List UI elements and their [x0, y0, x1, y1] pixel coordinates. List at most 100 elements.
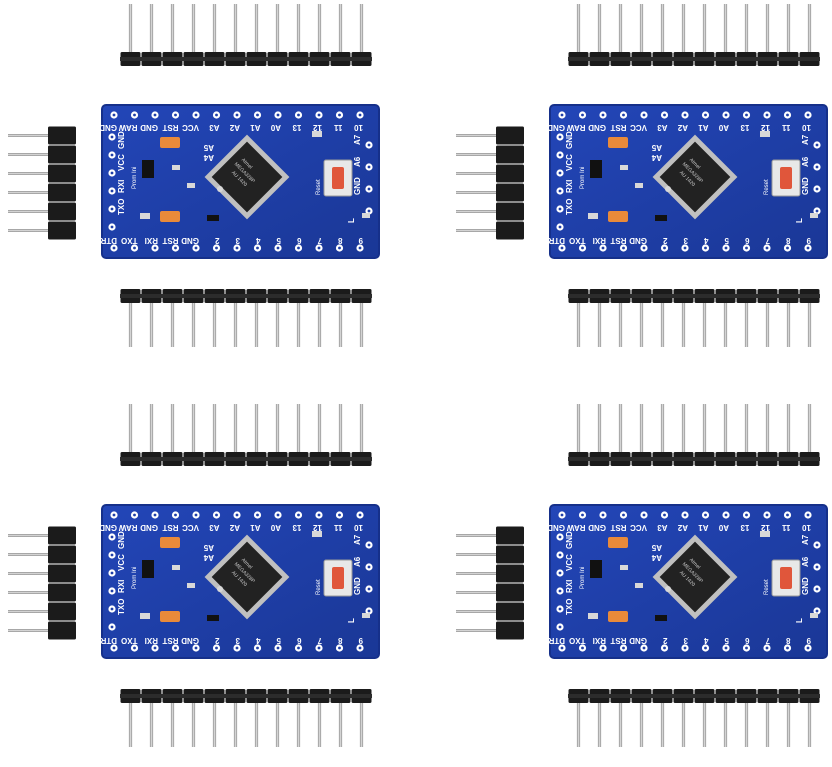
pin-header-horizontal	[568, 689, 820, 747]
header-bar	[568, 694, 820, 698]
pad-hole	[704, 113, 707, 117]
pad-hole	[663, 513, 666, 517]
pad-hole	[815, 187, 819, 191]
header-pin	[170, 4, 175, 52]
header-block	[496, 583, 524, 602]
header-pin	[212, 703, 217, 747]
pad-hole	[642, 646, 646, 650]
header-pin	[702, 4, 707, 52]
resonator	[665, 586, 671, 592]
header-pin	[456, 153, 500, 156]
header-pin	[807, 303, 812, 347]
pad-hole	[558, 153, 562, 157]
pad-hole	[786, 246, 789, 250]
pad-hole	[112, 246, 116, 250]
pin-label: 4	[704, 236, 709, 245]
header-pin	[765, 404, 770, 452]
header-pin	[317, 303, 322, 347]
pin-label: 10	[354, 523, 363, 532]
header-pin	[233, 4, 238, 52]
header-pin	[765, 703, 770, 747]
pad-hole	[704, 246, 707, 250]
pad-hole	[194, 113, 198, 117]
pad-hole	[765, 246, 769, 250]
header-pin	[317, 4, 322, 52]
header-pin	[8, 229, 52, 232]
pin-label: 7	[765, 636, 770, 645]
reset-button	[332, 167, 344, 189]
pad-hole	[317, 513, 321, 517]
pin-label: VCC	[117, 554, 126, 571]
pad-hole	[256, 646, 259, 650]
pin-label: 9	[806, 236, 811, 245]
header-block	[496, 602, 524, 621]
header-pin	[597, 703, 602, 747]
pin-label: A3	[657, 523, 668, 532]
pin-header-vertical	[456, 126, 524, 240]
header-pin	[456, 172, 500, 175]
pin-label: RST	[610, 523, 626, 532]
pad-hole	[112, 513, 116, 517]
reset-button	[332, 567, 344, 589]
pin-label: A6	[801, 156, 810, 167]
header-pin	[660, 404, 665, 452]
pad-hole	[601, 113, 605, 117]
header-block	[48, 202, 76, 221]
pin-label: 13	[292, 123, 301, 132]
pin-label: GND	[547, 523, 565, 532]
header-pin	[275, 303, 280, 347]
pin-label: A2	[229, 523, 240, 532]
header-pin	[191, 303, 196, 347]
header-pin	[338, 4, 343, 52]
voltage-regulator	[590, 560, 602, 578]
header-bar	[568, 457, 820, 461]
pad-hole	[815, 609, 819, 613]
pad-hole	[112, 646, 116, 650]
header-block	[496, 564, 524, 583]
pad-hole	[174, 646, 177, 650]
pin-label: 3	[235, 636, 240, 645]
pad-hole	[558, 625, 562, 629]
header-pin	[456, 534, 500, 537]
pad-hole	[622, 646, 625, 650]
header-pin	[807, 4, 812, 52]
pad-hole	[110, 135, 114, 139]
header-pin	[191, 404, 196, 452]
pad-hole	[235, 246, 239, 250]
pad-hole	[110, 607, 114, 611]
pin-label: A1	[698, 523, 709, 532]
header-pin	[456, 553, 500, 556]
pad-hole	[558, 207, 562, 211]
header-pin	[576, 303, 581, 347]
pad-hole	[663, 646, 666, 650]
pad-hole	[367, 609, 371, 613]
header-pin	[317, 404, 322, 452]
pin-label: Prom Ini	[132, 567, 138, 589]
pin-label: A0	[718, 523, 729, 532]
pad-hole	[815, 165, 819, 169]
capacitor	[608, 137, 628, 148]
pad-hole	[297, 246, 300, 250]
pin-label: 4	[704, 636, 709, 645]
pin-label: Reset	[764, 579, 770, 595]
pin-label: A5	[651, 143, 662, 152]
header-pin	[576, 703, 581, 747]
header-pin	[170, 703, 175, 747]
pin-label: 3	[235, 236, 240, 245]
pad-hole	[317, 646, 321, 650]
header-pin	[660, 303, 665, 347]
pad-hole	[642, 246, 646, 250]
pin-label: L	[347, 218, 356, 223]
pad-hole	[560, 513, 564, 517]
pin-label: 13	[292, 523, 301, 532]
smd-diode	[207, 215, 219, 221]
pin-label: 5	[724, 236, 729, 245]
pin-label: Prom Ini	[580, 567, 586, 589]
header-pin	[8, 572, 52, 575]
pin-label: 3	[683, 236, 688, 245]
header-pin	[212, 4, 217, 52]
pin-label: 10	[354, 123, 363, 132]
header-pin	[456, 591, 500, 594]
pin-label: TXO	[117, 599, 126, 615]
